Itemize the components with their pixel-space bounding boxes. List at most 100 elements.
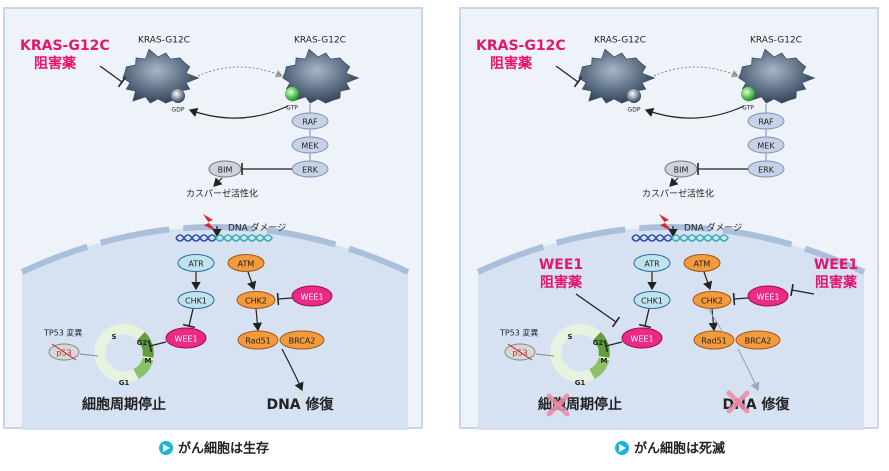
atm-label: ATM (694, 260, 711, 269)
kras-inhibitor-sub: 阻害薬 (34, 55, 76, 72)
kras-gtp-protein (738, 48, 816, 104)
cycle-g1-label: G1 (119, 379, 130, 387)
gdp-ball (171, 89, 185, 103)
chk2-label: CHK2 (245, 297, 267, 306)
raf-label: RAF (758, 118, 774, 127)
cycle-g1-label: G1 (575, 379, 586, 387)
mek-label: MEK (301, 142, 319, 151)
kras-inhibition-bar (117, 76, 127, 88)
chk1-wee1-inhibition-bar (638, 323, 652, 329)
wee1-inhibitor-left-sub: 阻害薬 (540, 274, 582, 291)
atr-label: ATR (188, 260, 204, 269)
wee1-left-inhibition-bar (611, 316, 621, 328)
wee1-chk2-inhibition-bar (276, 292, 280, 306)
kras-inhibitor-label: KRAS-G12C (476, 38, 566, 54)
gtp-label: GTP (742, 105, 754, 112)
lightning-icon (659, 214, 673, 232)
cell-cycle-arrest-label: 細胞周期停止 (82, 396, 166, 413)
wee1-chk2-inhibition-line (733, 297, 749, 300)
wee1-inhibitor-left-label: WEE1 (539, 257, 583, 273)
p53-label: p53 (512, 349, 527, 358)
kras-inhibition-bar (573, 76, 583, 88)
brca2-label: BRCA2 (745, 337, 772, 346)
atm-shape (683, 254, 721, 272)
gtp-ball (285, 87, 299, 101)
wee1-cycle-inhibition-line (149, 341, 167, 347)
dna-repair-label: DNA 修復 (266, 396, 334, 413)
chk1-label: CHK1 (641, 297, 663, 306)
cell-membrane (20, 224, 410, 275)
dna-helix-segment (719, 234, 729, 242)
gdp-label: GDP (628, 107, 641, 114)
repair-arrow (281, 348, 304, 392)
rad51-label: Rad51 (701, 337, 727, 346)
wee1-chk2-inhibition-bar (732, 292, 736, 306)
wee1-cycle-shape (621, 327, 663, 349)
bim-label: BIM (218, 166, 233, 175)
tp53-label: TP53 変異 (499, 328, 538, 338)
wee1-cycle-shape (165, 327, 207, 349)
atm-chk2-arrow (703, 271, 713, 291)
brca2-shape (735, 330, 781, 350)
erk-label: ERK (758, 166, 775, 175)
chk2-rad51-arrow (708, 308, 719, 332)
kras-gdp-label: KRAS-G12C (138, 36, 190, 46)
hydrolysis-arrow (644, 105, 745, 119)
wee1-right-inhibition-line (791, 289, 815, 295)
atr-label: ATR (644, 260, 660, 269)
p53-link (535, 353, 555, 357)
lightning-icon (203, 214, 217, 232)
cycle-g2-arc (592, 332, 610, 358)
cycle-m-label: M (601, 357, 608, 365)
kras-inhibition-line (99, 65, 123, 83)
p53-link (79, 353, 99, 357)
dna-damage-label: DNA ダメージ (684, 222, 742, 234)
wee1-cycle-label: WEE1 (174, 335, 197, 344)
caption-label: がん細胞は生存 (178, 441, 269, 457)
wee1-inhibitor-right-label: WEE1 (814, 257, 858, 273)
kras-inhibitor-label: KRAS-G12C (20, 38, 110, 54)
mek-label: MEK (757, 142, 775, 151)
chk1-shape (177, 291, 215, 309)
chk1-wee1-inhibition-bar (182, 323, 196, 329)
p53-strike (51, 343, 77, 361)
atr-shape (177, 254, 215, 272)
caption-label: がん細胞は死滅 (634, 441, 725, 457)
chk2-rad51-arrow (252, 308, 263, 332)
kras-gtp-protein (282, 48, 360, 104)
caption-bullet-arrow (619, 444, 626, 452)
wee1-repair-shape (291, 285, 333, 307)
bim-caspase-arrow (213, 177, 223, 187)
cycle-g2-label: G2 (137, 339, 148, 347)
cycle-m-label: M (145, 357, 152, 365)
dna-helix-segment (263, 234, 273, 242)
cycle-m-arc (133, 357, 154, 379)
gtp-label: GTP (286, 105, 298, 112)
tp53-label: TP53 変異 (43, 328, 82, 338)
kras-gtp-label: KRAS-G12C (294, 36, 346, 46)
caption-bullet-arrow (163, 444, 170, 452)
hydrolysis-arrow (188, 105, 289, 119)
kras-inhibitor-sub: 阻害薬 (490, 55, 532, 72)
cycle-g2-label: G2 (593, 339, 604, 347)
repair-cross-b (726, 390, 750, 414)
bim-shape (208, 160, 242, 178)
bim-caspase-arrow (669, 177, 679, 187)
brca2-shape (279, 330, 325, 350)
bim-label: BIM (674, 166, 689, 175)
cell-membrane (476, 224, 866, 275)
gtp-ball (741, 87, 755, 101)
arrest-cross-b (546, 393, 570, 417)
gdp-ball (627, 89, 641, 103)
wee1-cycle-inhibition-line (605, 341, 623, 347)
repair-arrow (737, 348, 760, 392)
wee1-repair-shape (747, 285, 789, 307)
kras-gtp-label: KRAS-G12C (750, 36, 802, 46)
wee1-cycle-inhibition-bar (603, 339, 609, 353)
wee1-cycle-label: WEE1 (630, 335, 653, 344)
atm-chk2-arrow (247, 271, 257, 291)
dna-helix-segment (247, 234, 257, 242)
cycle-s-label: S (567, 333, 572, 341)
